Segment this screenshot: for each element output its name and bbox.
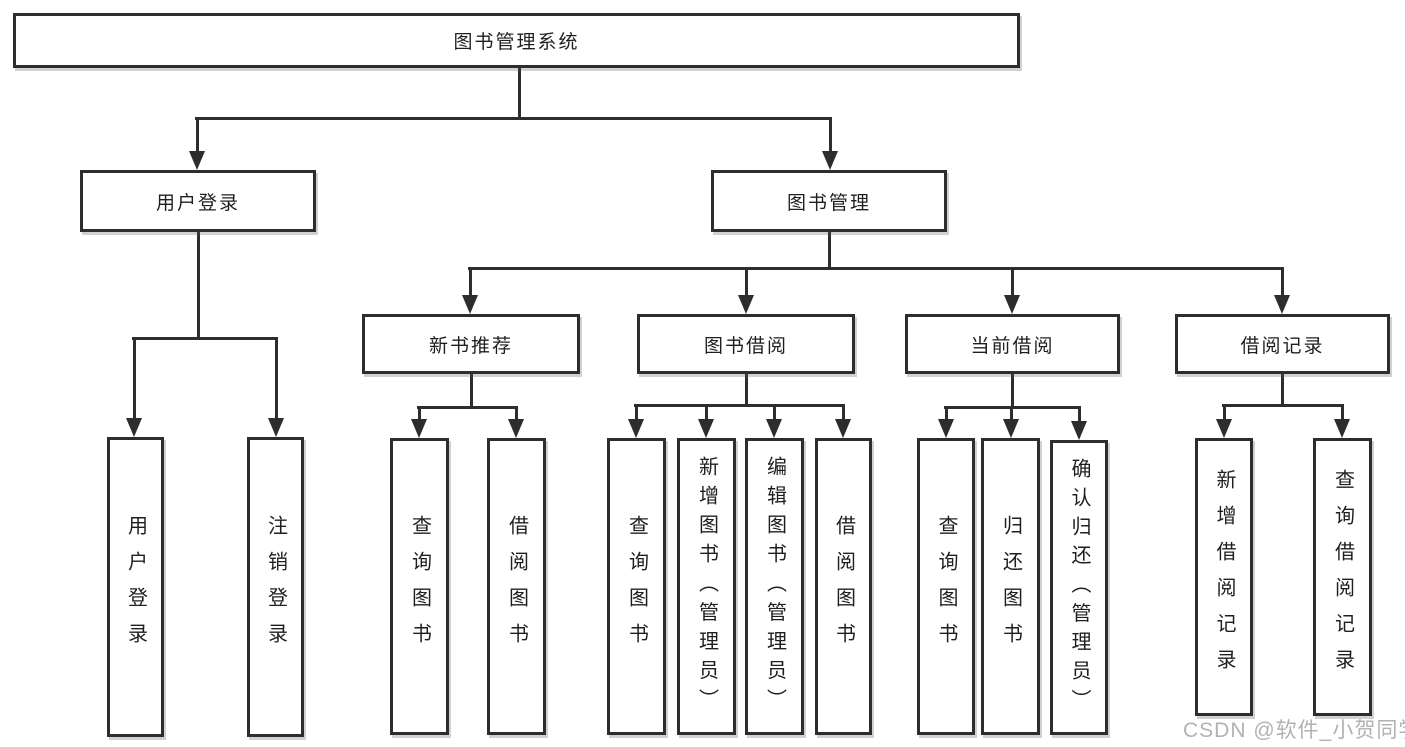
node-current-borrow: 当前借阅 <box>905 314 1120 374</box>
connector-arrow-stem <box>133 337 136 423</box>
connector-arrow-stem <box>1281 267 1284 300</box>
node-leaf-confirm-return: 确认归还（管理员） <box>1050 440 1108 735</box>
node-leaf-borrow-book-2: 借阅图书 <box>815 438 872 735</box>
node-label: 用户登录 <box>124 515 147 659</box>
node-label: 图书管理 <box>786 192 871 214</box>
connector-line <box>468 267 1284 270</box>
arrow-down-icon <box>1334 419 1350 438</box>
arrow-down-icon <box>1274 295 1290 314</box>
connector-arrow-stem <box>773 404 776 424</box>
connector-arrow-stem <box>945 406 948 424</box>
arrow-down-icon <box>1004 295 1020 314</box>
arrow-down-icon <box>411 419 427 438</box>
node-leaf-query-book-3: 查询图书 <box>917 438 975 735</box>
connector-arrow-stem <box>745 267 748 300</box>
connector-line <box>132 337 278 340</box>
node-leaf-query-book-2: 查询图书 <box>607 438 666 735</box>
arrow-down-icon <box>938 419 954 438</box>
connector-arrow-stem <box>1010 406 1013 424</box>
node-new-book-rec: 新书推荐 <box>362 314 580 374</box>
node-label: 查询图书 <box>408 514 431 659</box>
node-book-borrow: 图书借阅 <box>637 314 855 374</box>
node-label: 查询借阅记录 <box>1331 469 1354 685</box>
connector-arrow-stem <box>469 267 472 300</box>
arrow-down-icon <box>628 419 644 438</box>
connector-arrow-stem <box>1011 267 1014 300</box>
arrow-down-icon <box>1216 419 1232 438</box>
connector-line <box>1222 404 1344 407</box>
node-label: 新书推荐 <box>428 335 513 357</box>
arrow-down-icon <box>822 151 838 170</box>
node-leaf-add-book: 新增图书（管理员） <box>677 438 736 735</box>
node-label: 新增图书（管理员） <box>695 455 718 718</box>
node-label: 确认归还（管理员） <box>1068 457 1090 718</box>
node-label: 借阅图书 <box>505 514 528 659</box>
node-label: 查询图书 <box>625 514 648 659</box>
connector-line <box>417 406 518 409</box>
node-borrow-records: 借阅记录 <box>1175 314 1390 374</box>
node-leaf-query-book-1: 查询图书 <box>390 438 449 735</box>
arrow-down-icon <box>1003 419 1019 438</box>
connector-arrow-stem <box>829 117 832 156</box>
node-leaf-return-book: 归还图书 <box>981 438 1040 735</box>
arrow-down-icon <box>189 151 205 170</box>
node-label: 借阅记录 <box>1240 335 1325 357</box>
connector-arrow-stem <box>705 404 708 424</box>
arrow-down-icon <box>508 419 524 438</box>
connector-arrow-stem <box>275 337 278 423</box>
connector-arrow-stem <box>1341 404 1344 424</box>
connector-arrow-stem <box>196 117 199 156</box>
connector-arrow-stem <box>515 406 518 424</box>
node-label: 图书管理系统 <box>453 32 580 53</box>
connector-line <box>195 117 832 120</box>
node-leaf-borrow-book-1: 借阅图书 <box>487 438 546 735</box>
node-user-login: 用户登录 <box>80 170 316 232</box>
connector-arrow-stem <box>418 406 421 424</box>
node-label: 图书借阅 <box>703 335 788 357</box>
arrow-down-icon <box>698 419 714 438</box>
node-book-mgmt: 图书管理 <box>711 170 947 232</box>
connector-line <box>518 67 521 120</box>
node-label: 借阅图书 <box>832 514 855 659</box>
node-leaf-query-record: 查询借阅记录 <box>1313 438 1372 716</box>
node-leaf-edit-book: 编辑图书（管理员） <box>745 438 804 735</box>
connector-line <box>1281 373 1284 407</box>
node-leaf-user-login: 用户登录 <box>107 437 164 737</box>
arrow-down-icon <box>462 295 478 314</box>
node-leaf-add-record: 新增借阅记录 <box>1195 438 1253 716</box>
node-label: 查询图书 <box>935 514 957 659</box>
arrow-down-icon <box>738 295 754 314</box>
connector-line <box>828 231 831 270</box>
connector-arrow-stem <box>635 404 638 424</box>
node-root: 图书管理系统 <box>13 13 1020 68</box>
node-label: 归还图书 <box>999 514 1022 659</box>
connector-line <box>197 231 200 340</box>
csdn-watermark: CSDN @软件_小贺同学 <box>1183 719 1405 742</box>
node-label: 注销登录 <box>264 515 287 659</box>
arrow-down-icon <box>766 419 782 438</box>
connector-line <box>1011 373 1014 409</box>
connector-arrow-stem <box>1223 404 1226 424</box>
node-label: 编辑图书（管理员） <box>763 455 786 718</box>
connector-line <box>745 373 748 407</box>
arrow-down-icon <box>1071 421 1087 440</box>
node-leaf-logout: 注销登录 <box>247 437 304 737</box>
arrow-down-icon <box>835 419 851 438</box>
node-label: 用户登录 <box>155 192 240 214</box>
arrow-down-icon <box>126 418 142 437</box>
node-label: 新增借阅记录 <box>1213 469 1235 685</box>
connector-arrow-stem <box>842 404 845 424</box>
connector-arrow-stem <box>1078 406 1081 426</box>
connector-line <box>634 404 845 407</box>
connector-line <box>470 373 473 409</box>
arrow-down-icon <box>268 418 284 437</box>
node-label: 当前借阅 <box>970 335 1055 357</box>
